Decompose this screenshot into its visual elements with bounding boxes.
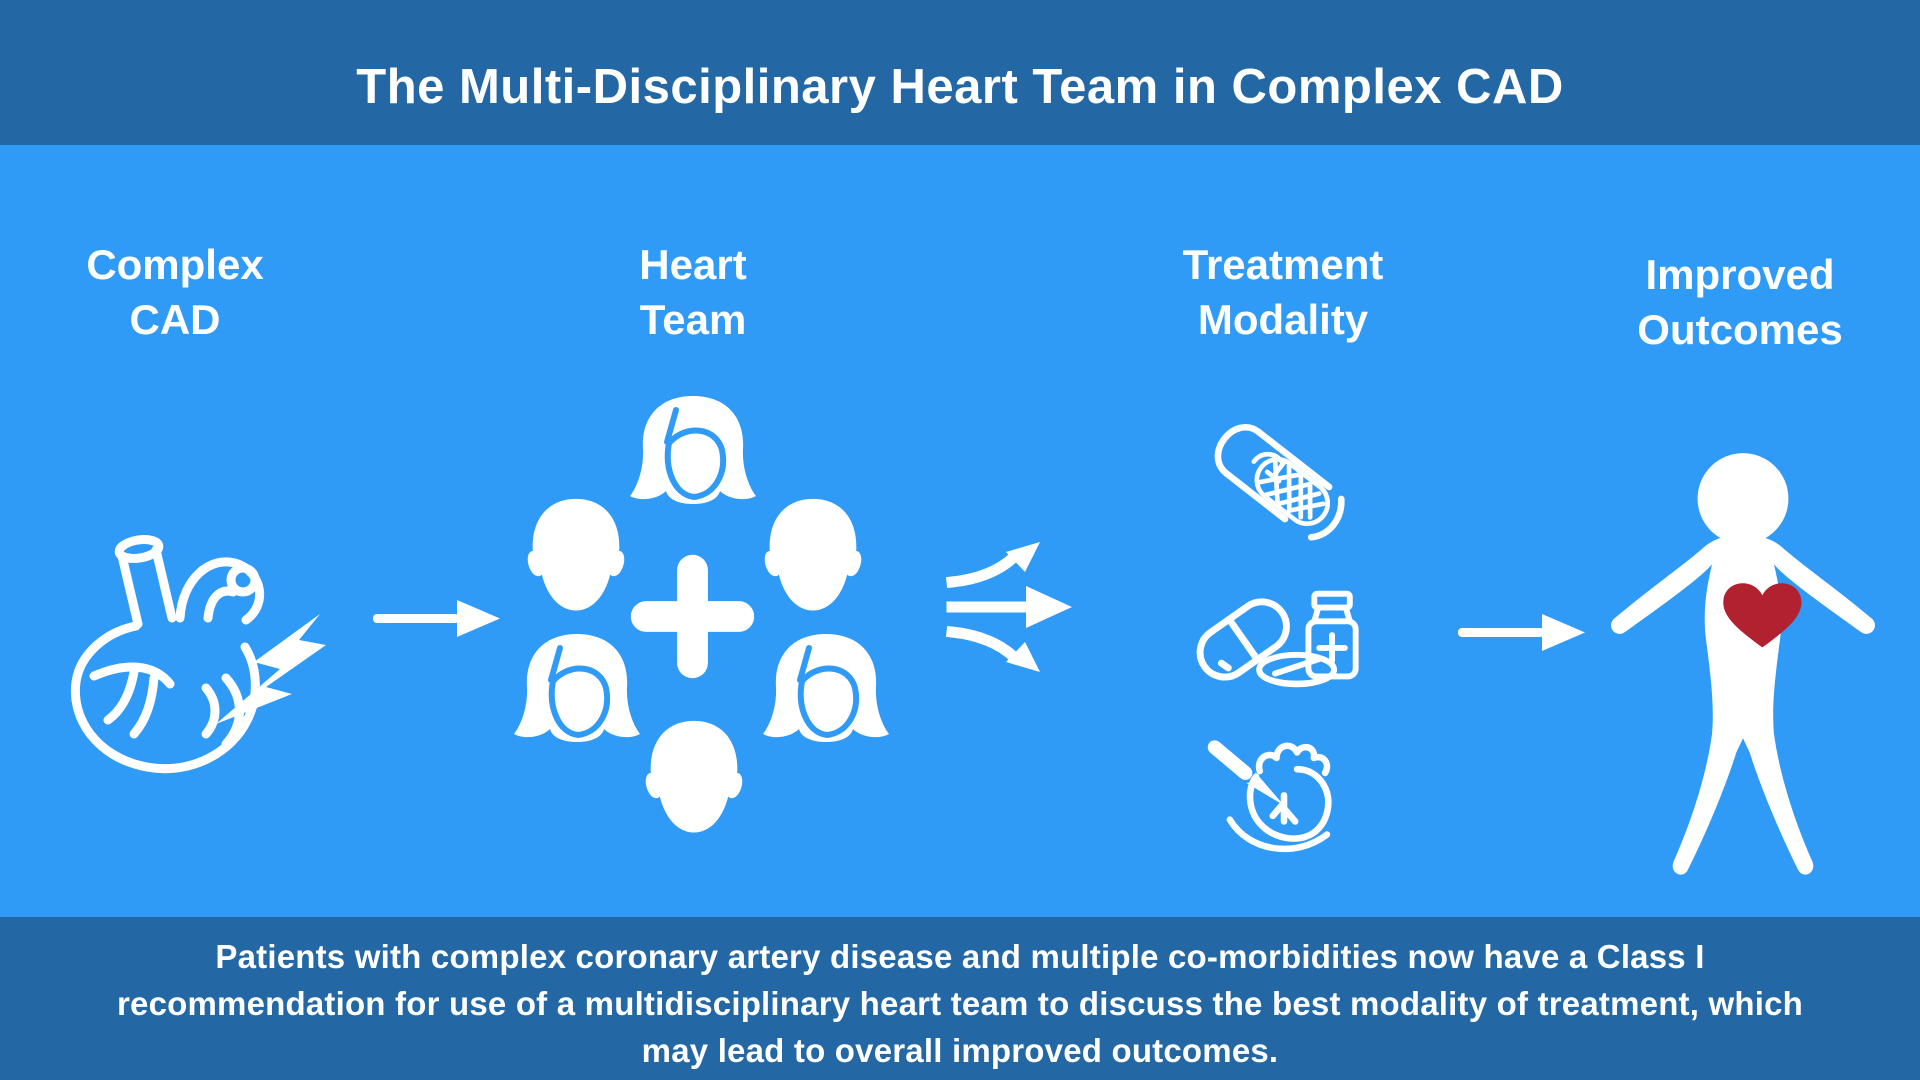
patient-heart-icon (1611, 453, 1875, 875)
label-line: Treatment (1182, 241, 1384, 288)
page-title: The Multi-Disciplinary Heart Team in Com… (356, 59, 1564, 114)
branching-arrows-icon (945, 542, 1072, 672)
label-line: Team (639, 295, 747, 343)
lightning-bolt-shape (216, 614, 326, 724)
label-line: CAD (129, 295, 221, 343)
label-treatment-modality: Treatment Modality (1103, 238, 1463, 347)
cardiac-surgery-icon (1207, 740, 1332, 853)
label-complex-cad: Complex CAD (0, 238, 355, 347)
healthy-heart-shape (1723, 583, 1802, 648)
footer-line: may lead to overall improved outcomes. (641, 1032, 1279, 1069)
label-line: Outcomes (1637, 305, 1843, 353)
male-head-icon (645, 720, 743, 833)
label-line: Complex (86, 241, 264, 288)
footer-band: Patients with complex coronary artery di… (0, 917, 1920, 1080)
arrow-right-icon (1458, 614, 1585, 651)
footer-line: recommendation for use of a multidiscipl… (116, 985, 1803, 1022)
medication-icon (1196, 590, 1359, 688)
footer-line: Patients with complex coronary artery di… (215, 938, 1705, 975)
heart-team-icon (500, 385, 890, 845)
heart-attack-icon (70, 535, 326, 774)
person-body-shape (1611, 535, 1875, 875)
male-head-icon (764, 498, 862, 611)
person-head-shape (1697, 453, 1789, 544)
label-line: Heart (639, 241, 747, 288)
header-band: The Multi-Disciplinary Heart Team in Com… (0, 0, 1920, 145)
female-head-icon (514, 634, 640, 742)
footer-caption: Patients with complex coronary artery di… (0, 933, 1920, 1074)
label-line: Improved (1645, 251, 1835, 298)
arrow-right-icon (373, 600, 500, 637)
scalpel-shape (1207, 740, 1284, 806)
male-head-icon (527, 498, 625, 611)
female-head-icon (630, 396, 756, 504)
label-heart-team: Heart Team (513, 238, 873, 347)
female-head-icon (763, 634, 889, 742)
label-line: Modality (1197, 295, 1369, 343)
stent-icon (1214, 424, 1345, 541)
label-improved-outcomes: Improved Outcomes (1560, 248, 1920, 357)
medical-plus-icon (630, 554, 755, 679)
